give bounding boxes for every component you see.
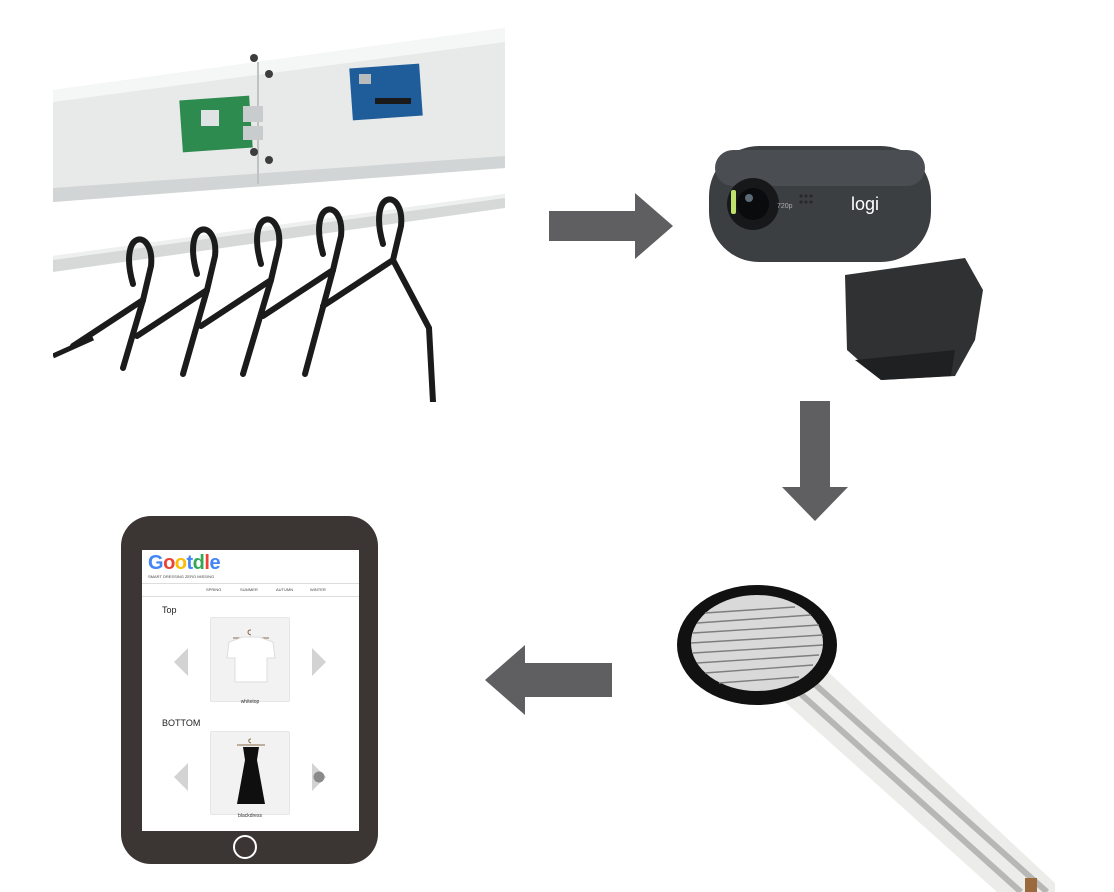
- arrow-down-icon: [782, 401, 848, 521]
- home-button[interactable]: [233, 835, 257, 859]
- tab-spring[interactable]: SPRING: [206, 587, 222, 592]
- cursor-dot-icon: [313, 771, 325, 783]
- previous-bottom-arrow-icon[interactable]: [174, 763, 188, 791]
- next-top-arrow-icon[interactable]: [312, 648, 326, 676]
- svg-text:720p: 720p: [777, 203, 793, 210]
- force-sensor-illustration: [677, 585, 1055, 892]
- webcam-brand-text: logi: [851, 194, 879, 214]
- top-item-label: whitetop: [240, 699, 260, 705]
- tab-summer[interactable]: SUMMER: [240, 587, 258, 592]
- arduino-board: [349, 63, 423, 121]
- tab-autumn[interactable]: AUTUMN: [276, 587, 294, 592]
- arrow-right-icon: [549, 193, 673, 259]
- black-dress-image: [237, 738, 265, 804]
- top-item-card[interactable]: [210, 617, 290, 702]
- app-logo: Gootdle: [148, 552, 221, 574]
- previous-top-arrow-icon[interactable]: [174, 648, 188, 676]
- app-tagline: SMART DRESSING ZERO MISSING: [148, 574, 215, 579]
- webcam-illustration: 720p logi: [709, 146, 983, 380]
- bottom-item-label: blackdress: [238, 813, 262, 819]
- closet-rail-illustration: [53, 28, 505, 402]
- top-section-title: Top: [162, 605, 177, 615]
- arrow-left-icon: [485, 645, 612, 715]
- bottom-section-title: BOTTOM: [162, 718, 201, 728]
- white-top-image: [226, 629, 276, 683]
- tab-winter[interactable]: WINTER: [310, 587, 326, 592]
- bottom-item-card[interactable]: [210, 731, 290, 815]
- season-tabs: SPRING SUMMER AUTUMN WINTER: [142, 583, 359, 597]
- tablet-screen: Gootdle SMART DRESSING ZERO MISSING SPRI…: [142, 550, 359, 831]
